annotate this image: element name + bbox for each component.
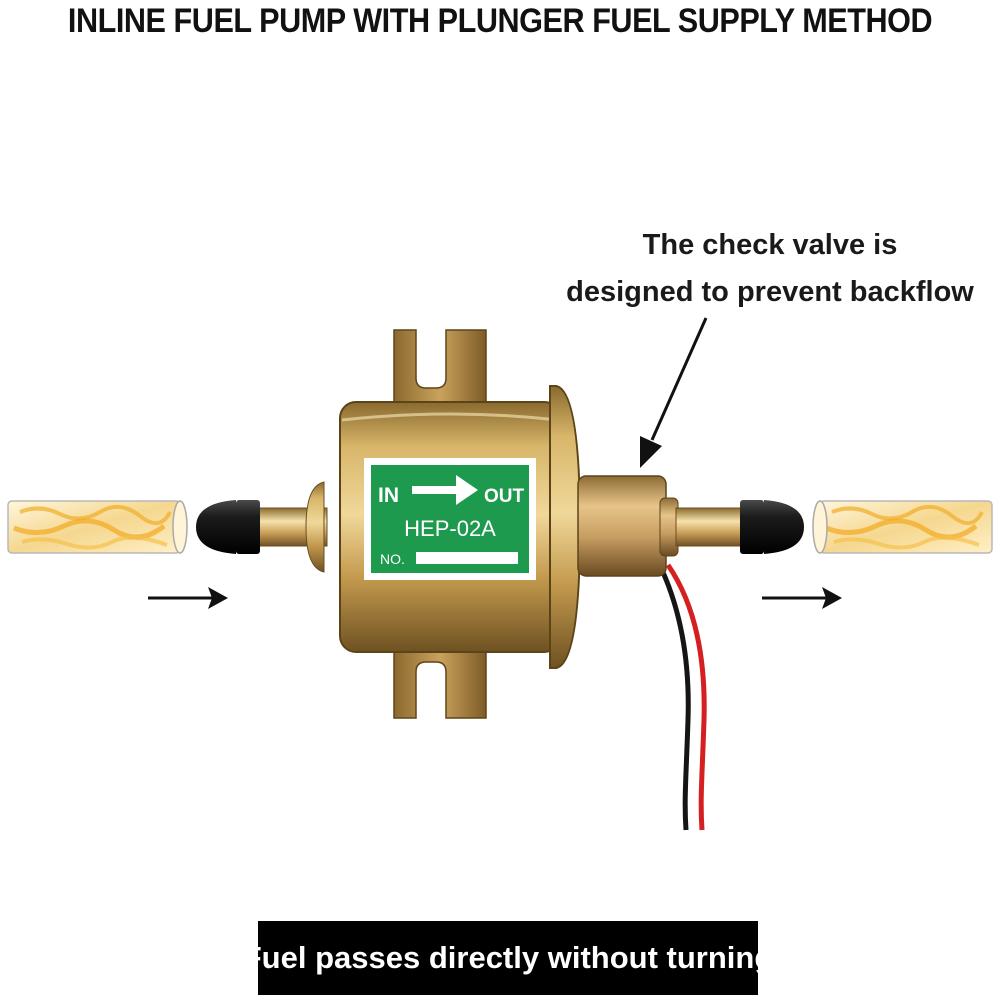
callout-arrow-icon: [640, 317, 708, 468]
label-number-field: [416, 552, 518, 564]
inlet-nozzle: [196, 481, 328, 573]
callout-line-1: The check valve is: [642, 229, 898, 261]
arrow-right-icon: [148, 587, 228, 609]
label-arrow-icon: [412, 475, 478, 505]
arrow-right-icon: [762, 587, 842, 609]
caption-banner: Fuel passes directly without turning: [243, 921, 773, 995]
mounting-bracket-bottom: [393, 637, 487, 719]
power-wires: [659, 563, 707, 831]
page-title: INLINE FUEL PUMP WITH PLUNGER FUEL SUPPL…: [67, 2, 933, 40]
left-fuel-hose: [7, 500, 188, 554]
caption-text: Fuel passes directly without turning: [242, 940, 774, 975]
outlet-nozzle: [675, 500, 804, 554]
label-model-text: HEP-02A: [404, 516, 496, 541]
pump-label: IN OUT HEP-02A NO.: [364, 458, 536, 580]
check-valve-callout: The check valve is designed to prevent b…: [540, 222, 1000, 316]
mounting-bracket-top: [393, 329, 487, 419]
right-fuel-hose: [812, 500, 993, 554]
check-valve: [577, 475, 679, 577]
label-in-text: IN: [378, 484, 399, 507]
label-number-prefix: NO.: [380, 551, 405, 567]
label-out-text: OUT: [484, 486, 525, 507]
callout-line-2: designed to prevent backflow: [566, 276, 974, 308]
